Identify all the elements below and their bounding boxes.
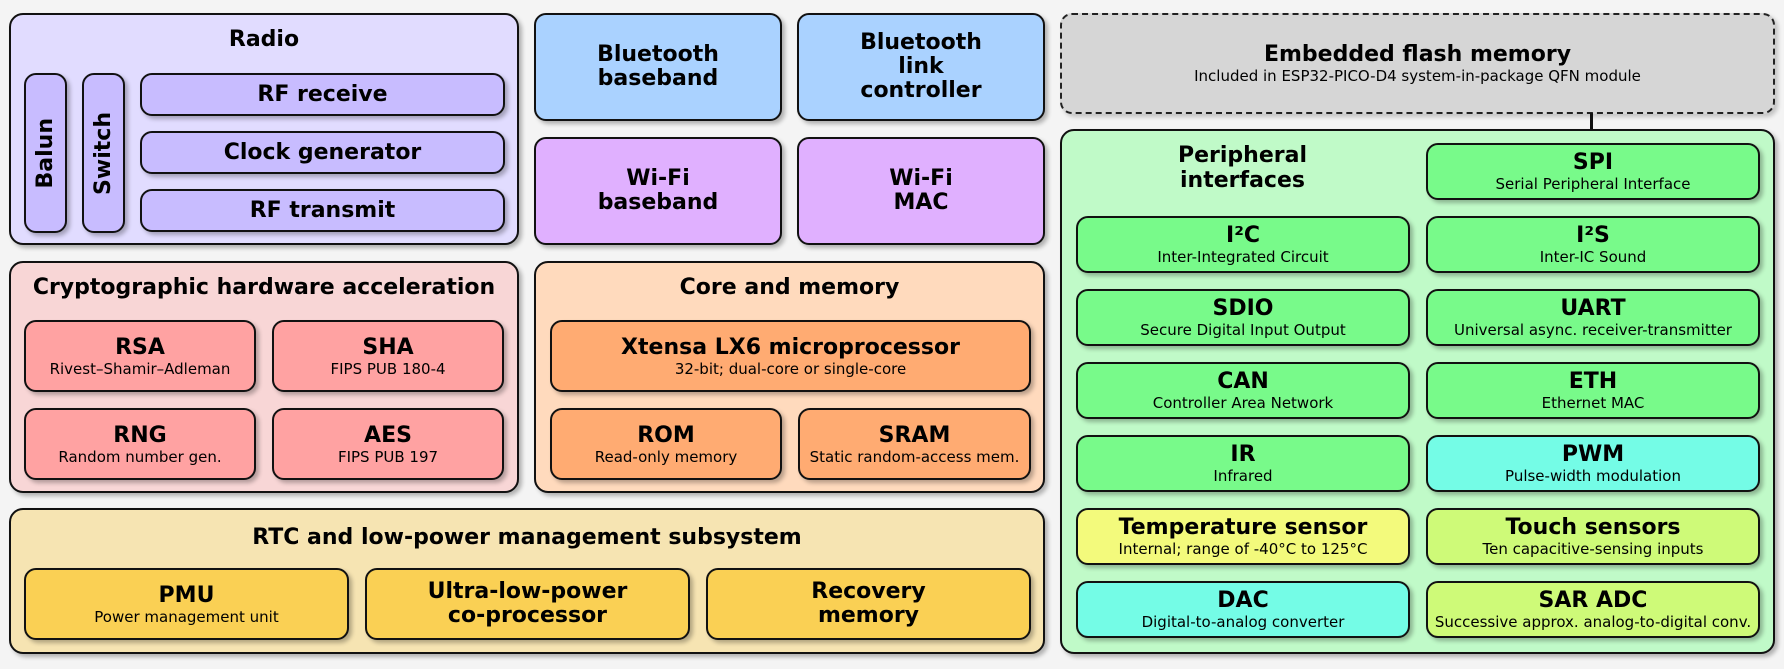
spi-subtitle: Serial Peripheral Interface bbox=[1495, 175, 1691, 193]
rf-transmit-block: RF transmit bbox=[140, 189, 505, 232]
can-subtitle: Controller Area Network bbox=[1152, 394, 1334, 412]
rf-receive-block: RF receive bbox=[140, 73, 505, 116]
wifi-baseband-block: Wi-Fi baseband bbox=[534, 137, 782, 245]
peripherals-title: Peripheral interfaces bbox=[1177, 143, 1307, 193]
pmu-block: PMU Power management unit bbox=[24, 568, 349, 640]
sar-adc-title: SAR ADC bbox=[1538, 588, 1648, 613]
rom-subtitle: Read-only memory bbox=[594, 447, 738, 466]
pwm-title: PWM bbox=[1561, 442, 1625, 467]
wifi-baseband-label: Wi-Fi baseband bbox=[597, 166, 719, 215]
balun-block: Balun bbox=[24, 73, 67, 233]
rsa-title: RSA bbox=[115, 334, 165, 360]
radio-title: Radio bbox=[228, 27, 300, 52]
bluetooth-baseband-block: Bluetooth baseband bbox=[534, 13, 782, 121]
temperature-sensor-subtitle: Internal; range of -40°C to 125°C bbox=[1118, 540, 1368, 558]
i-s-title: I²S bbox=[1576, 223, 1610, 248]
wifi-mac-label: Wi-Fi MAC bbox=[889, 166, 953, 215]
crypto-group: Cryptographic hardware acceleration RSA … bbox=[9, 261, 519, 493]
flash-title: Embedded flash memory bbox=[1263, 42, 1572, 67]
switch-label: Switch bbox=[91, 111, 116, 195]
clock-generator-block: Clock generator bbox=[140, 131, 505, 174]
flash-spi-connector bbox=[1590, 113, 1593, 144]
aes-block: AES FIPS PUB 197 bbox=[272, 408, 504, 480]
rsa-block: RSA Rivest–Shamir–Adleman bbox=[24, 320, 256, 392]
embedded-flash-block: Embedded flash memory Included in ESP32-… bbox=[1060, 13, 1775, 114]
core-title: Core and memory bbox=[679, 275, 900, 300]
dac-title: DAC bbox=[1217, 588, 1269, 613]
i-c-title: I²C bbox=[1226, 223, 1260, 248]
recovery-memory-block: Recovery memory bbox=[706, 568, 1031, 640]
crypto-title: Cryptographic hardware acceleration bbox=[32, 275, 496, 300]
sha-title: SHA bbox=[362, 334, 414, 360]
spi-title: SPI bbox=[1572, 150, 1614, 175]
i-c-subtitle: Inter-Integrated Circuit bbox=[1157, 248, 1329, 266]
sdio-title: SDIO bbox=[1212, 296, 1274, 321]
can-title: CAN bbox=[1217, 369, 1269, 394]
bluetooth-link-controller-block: Bluetooth link controller bbox=[797, 13, 1045, 121]
sdio-subtitle: Secure Digital Input Output bbox=[1140, 321, 1346, 339]
sar-adc-subtitle: Successive approx. analog-to-digital con… bbox=[1434, 613, 1752, 631]
recovery-memory-label: Recovery memory bbox=[811, 579, 926, 628]
aes-subtitle: FIPS PUB 197 bbox=[337, 447, 439, 466]
uart-title: UART bbox=[1560, 296, 1626, 321]
i-s-subtitle: Inter-IC Sound bbox=[1539, 248, 1647, 266]
rsa-subtitle: Rivest–Shamir–Adleman bbox=[49, 359, 231, 378]
rng-title: RNG bbox=[113, 422, 167, 448]
pwm-subtitle: Pulse-width modulation bbox=[1505, 467, 1681, 485]
rtc-group: RTC and low-power management subsystem P… bbox=[9, 508, 1045, 654]
dac-subtitle: Digital-to-analog converter bbox=[1141, 613, 1345, 631]
clock-generator-label: Clock generator bbox=[223, 140, 422, 165]
uart-subtitle: Universal async. receiver-transmitter bbox=[1454, 321, 1732, 339]
ulp-coprocessor-block: Ultra-low-power co-processor bbox=[365, 568, 690, 640]
aes-title: AES bbox=[364, 422, 412, 448]
ir-title: IR bbox=[1230, 442, 1256, 467]
cpu-subtitle: 32-bit; dual-core or single-core bbox=[674, 359, 907, 378]
bluetooth-link-controller-label: Bluetooth link controller bbox=[860, 30, 982, 103]
rtc-title: RTC and low-power management subsystem bbox=[252, 525, 802, 550]
flash-subtitle: Included in ESP32-PICO-D4 system-in-pack… bbox=[1194, 67, 1641, 85]
rng-subtitle: Random number gen. bbox=[58, 447, 222, 466]
sram-title: SRAM bbox=[878, 422, 951, 448]
balun-label: Balun bbox=[33, 117, 58, 189]
xtensa-cpu-block: Xtensa LX6 microprocessor 32-bit; dual-c… bbox=[550, 320, 1031, 392]
eth-subtitle: Ethernet MAC bbox=[1541, 394, 1645, 412]
sram-subtitle: Static random-access mem. bbox=[809, 447, 1020, 466]
ir-subtitle: Infrared bbox=[1213, 467, 1273, 485]
cpu-title: Xtensa LX6 microprocessor bbox=[621, 334, 960, 360]
bluetooth-baseband-label: Bluetooth baseband bbox=[597, 42, 719, 91]
temperature-sensor-title: Temperature sensor bbox=[1118, 515, 1368, 540]
ulp-label: Ultra-low-power co-processor bbox=[427, 579, 628, 628]
sram-block: SRAM Static random-access mem. bbox=[798, 408, 1031, 480]
wifi-mac-block: Wi-Fi MAC bbox=[797, 137, 1045, 245]
eth-title: ETH bbox=[1568, 369, 1618, 394]
rom-block: ROM Read-only memory bbox=[550, 408, 782, 480]
radio-group: Radio Balun Switch RF receive Clock gene… bbox=[9, 13, 519, 245]
touch-sensors-title: Touch sensors bbox=[1505, 515, 1681, 540]
touch-sensors-subtitle: Ten capacitive-sensing inputs bbox=[1482, 540, 1704, 558]
pmu-title: PMU bbox=[158, 582, 215, 608]
sha-subtitle: FIPS PUB 180-4 bbox=[330, 359, 446, 378]
switch-block: Switch bbox=[82, 73, 125, 233]
pmu-subtitle: Power management unit bbox=[94, 607, 279, 626]
sha-block: SHA FIPS PUB 180-4 bbox=[272, 320, 504, 392]
rom-title: ROM bbox=[637, 422, 695, 448]
rng-block: RNG Random number gen. bbox=[24, 408, 256, 480]
core-memory-group: Core and memory Xtensa LX6 microprocesso… bbox=[534, 261, 1045, 493]
rf-receive-label: RF receive bbox=[257, 82, 388, 107]
rf-transmit-label: RF transmit bbox=[249, 198, 396, 223]
